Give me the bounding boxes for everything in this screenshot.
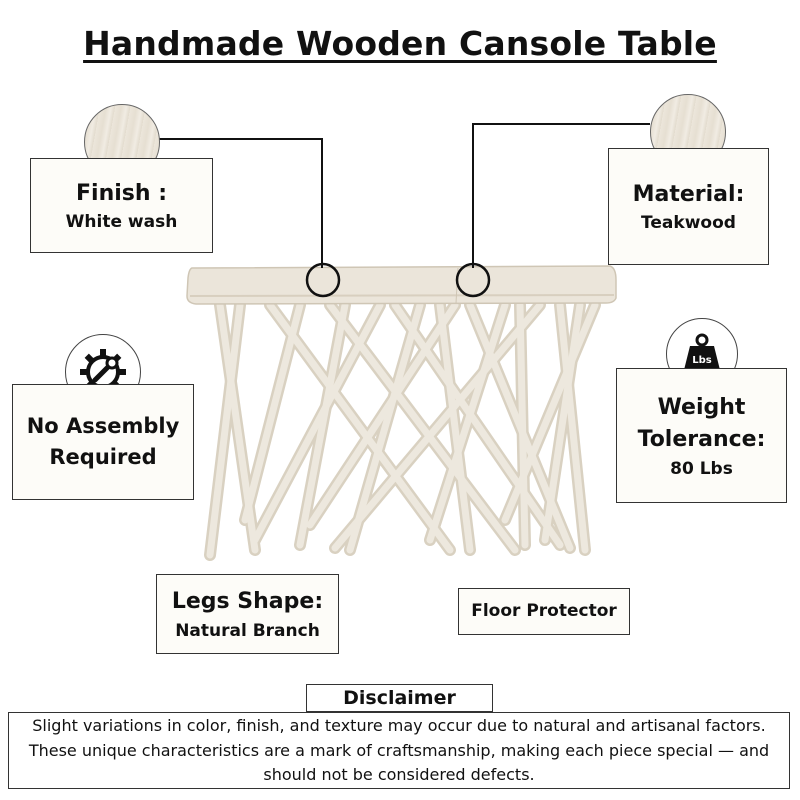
material-heading: Material: [632, 181, 745, 207]
finish-heading: Finish : [76, 180, 167, 206]
weight-line2: Tolerance: [637, 426, 766, 452]
material-box: Material: Teakwood [608, 148, 769, 265]
connector-lines [159, 123, 650, 298]
legs-heading: Legs Shape: [171, 589, 324, 615]
floor-protector-heading: Floor Protector [471, 601, 617, 622]
assembly-line2: Required [49, 445, 157, 469]
assembly-line1: No Assembly [26, 413, 180, 438]
weight-line1: Weight [657, 394, 746, 420]
floor-protector-box: Floor Protector [458, 588, 630, 635]
material-value: Teakwood [641, 213, 736, 234]
disclaimer-title: Disclaimer [306, 684, 493, 712]
legs-value: Natural Branch [175, 620, 320, 641]
assembly-box: No Assembly Required [12, 384, 194, 500]
finish-value: White wash [65, 212, 178, 233]
table-top [186, 265, 617, 305]
finish-box: Finish : White wash [30, 158, 213, 253]
table-legs [204, 299, 601, 561]
disclaimer-text: Slight variations in color, finish, and … [8, 712, 790, 789]
weight-icon-label: Lbs [692, 355, 712, 366]
weight-value: 80 Lbs [670, 459, 733, 480]
weight-box: Weight Tolerance: 80 Lbs [616, 368, 787, 503]
legs-box: Legs Shape: Natural Branch [156, 574, 339, 654]
page-title: Handmade Wooden Cansole Table [83, 24, 717, 63]
